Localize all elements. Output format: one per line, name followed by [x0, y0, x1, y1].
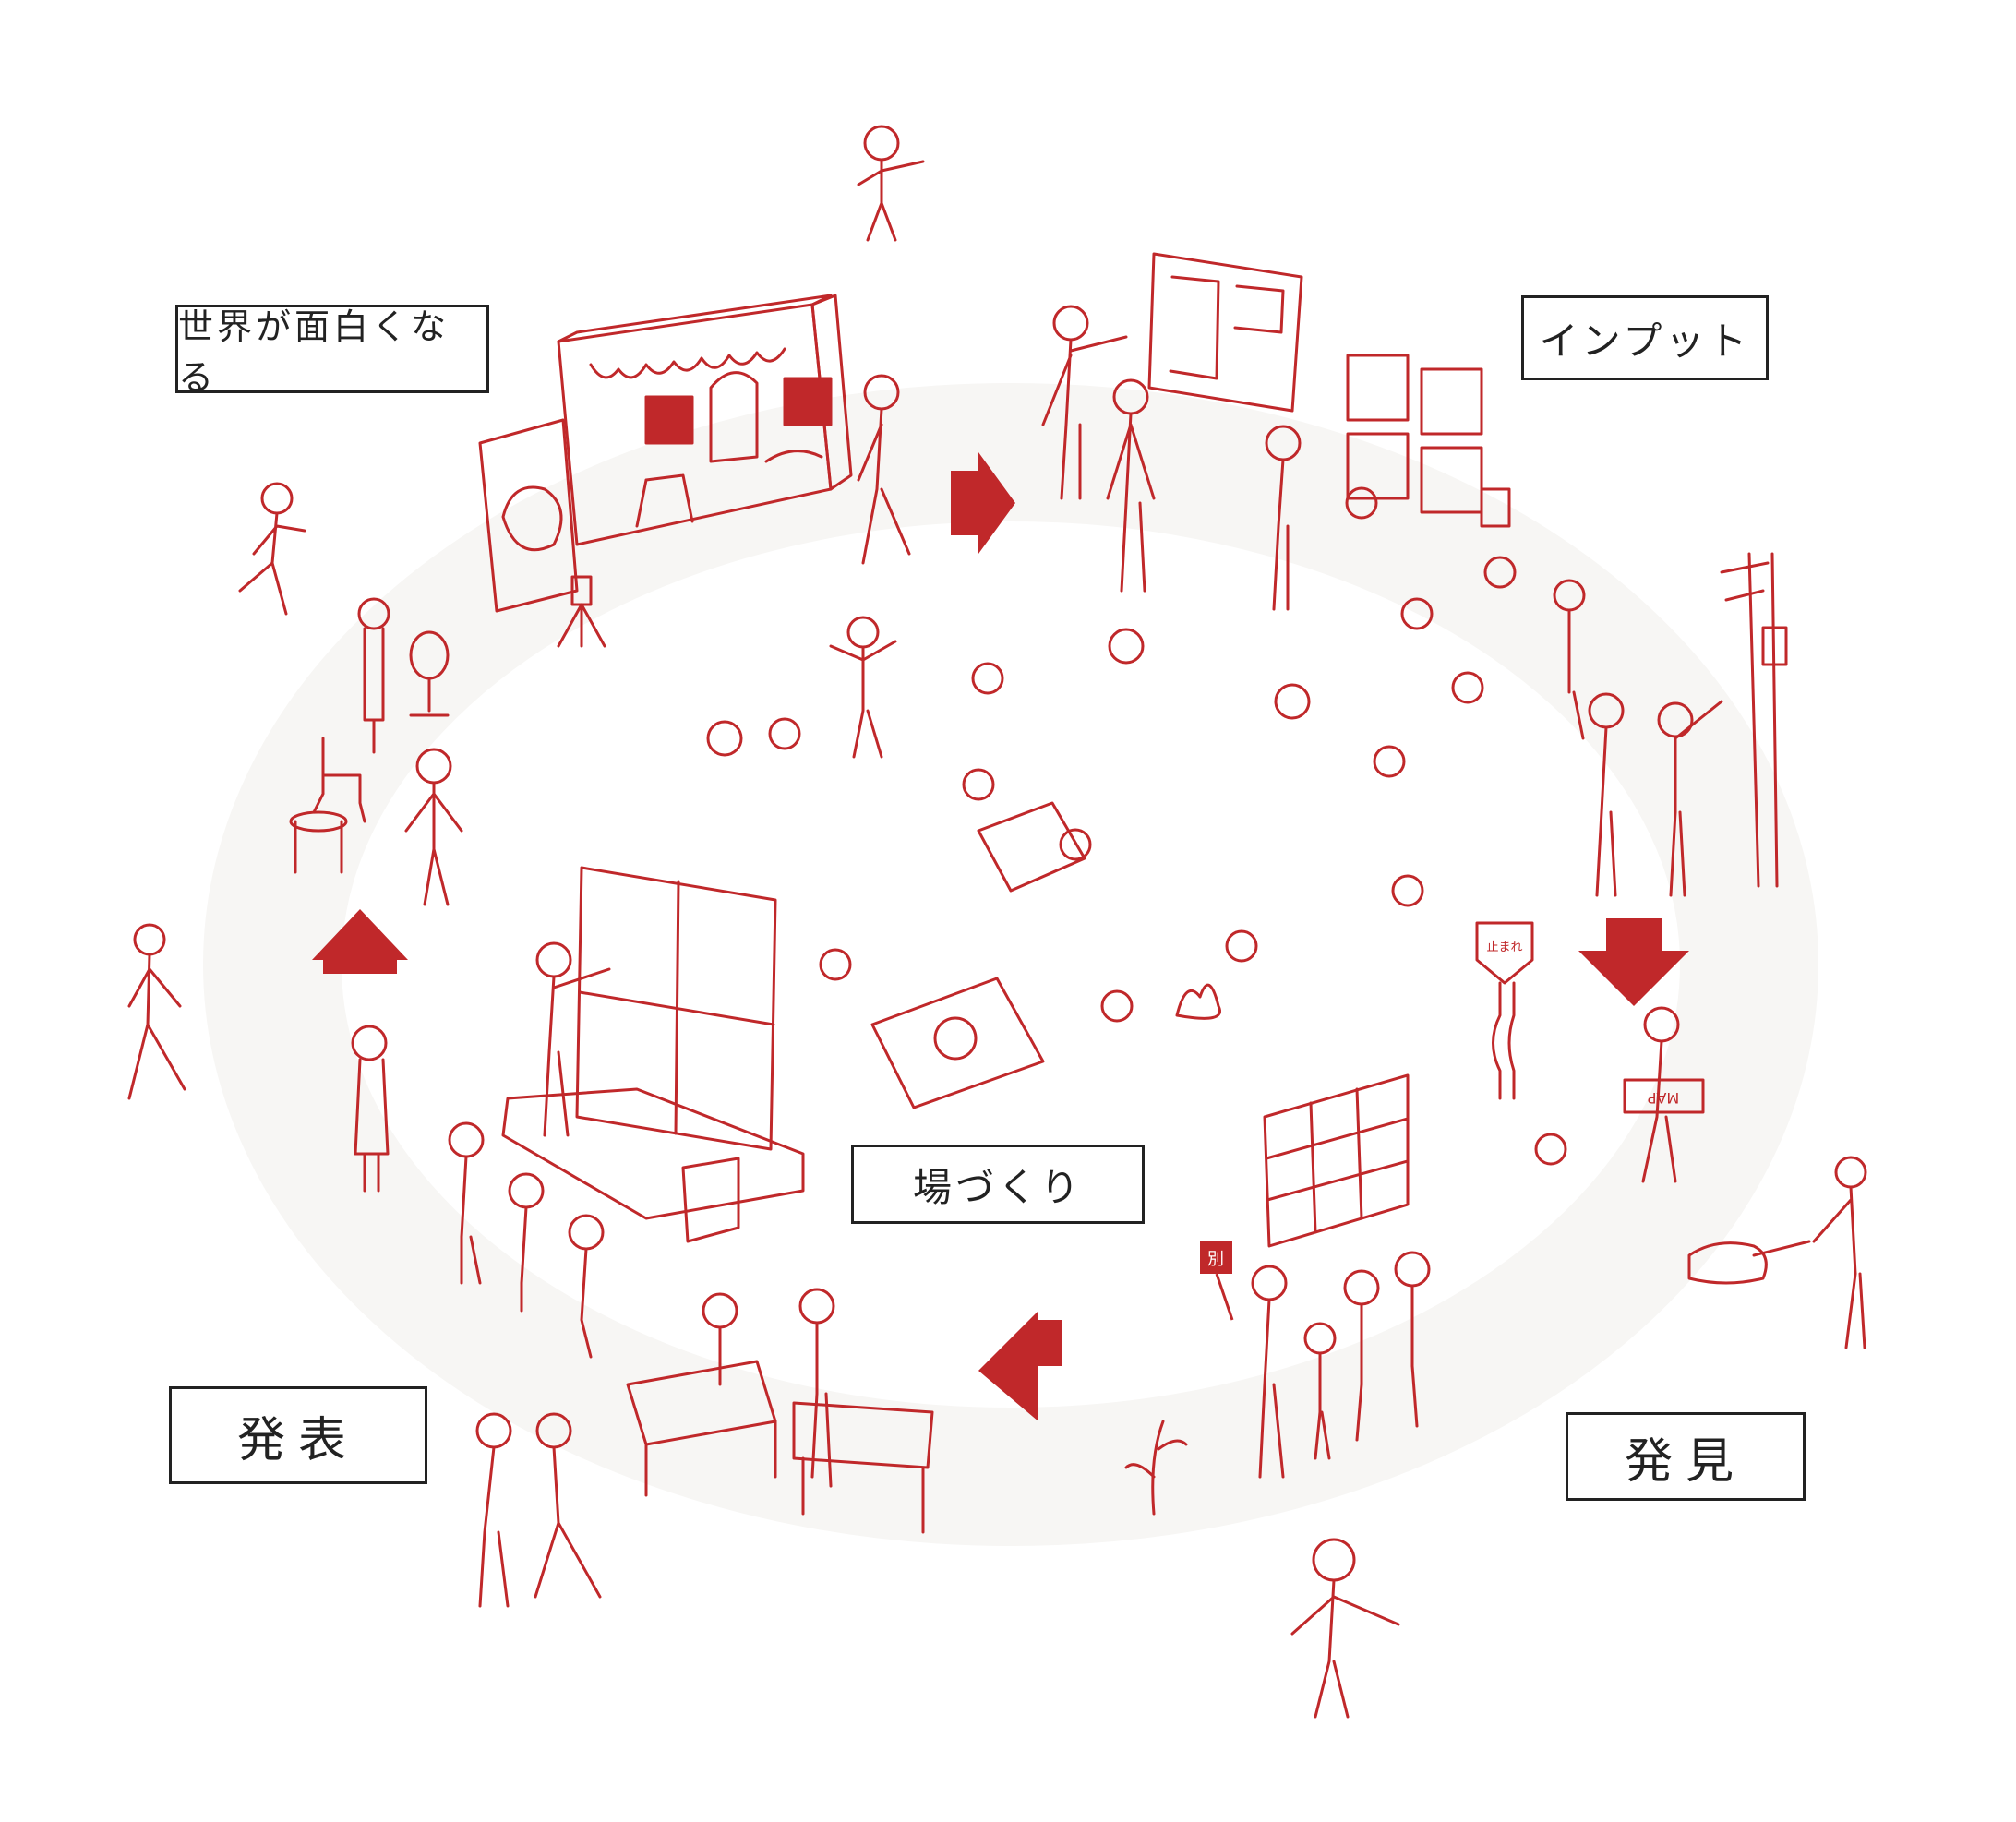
arrow-right	[951, 452, 1015, 554]
dog	[1687, 1240, 1811, 1285]
person-walking-left	[127, 923, 186, 1100]
notice-boards	[1147, 252, 1511, 528]
arrow-up	[312, 909, 408, 974]
person-standing-1	[1106, 378, 1156, 593]
campfire	[1175, 983, 1221, 1020]
people-by-pole	[1588, 692, 1723, 897]
mannequin	[357, 597, 390, 754]
utility-pole	[1720, 552, 1788, 888]
people-sitting-right	[1345, 486, 1586, 740]
stage-window	[501, 866, 805, 1220]
group-with-flag	[1251, 1251, 1431, 1479]
person-map-holder	[1623, 1006, 1705, 1183]
arrow-left	[978, 1311, 1062, 1421]
people	[127, 125, 1867, 1719]
person-tablet	[351, 1025, 390, 1193]
stool-left	[289, 810, 348, 874]
label-presentation-text: 発表	[236, 1412, 359, 1468]
person-walking-dog	[1812, 1156, 1867, 1349]
label-place-making-text: 場づくり	[912, 1164, 1083, 1210]
person-bottom-center	[1290, 1538, 1400, 1719]
label-discovery-text: 発見	[1624, 1433, 1746, 1490]
flow-arrows	[312, 452, 1689, 1421]
map-sign-text: MAP	[1647, 1089, 1679, 1107]
person-pointing	[1041, 305, 1128, 500]
person-thinking	[1265, 425, 1302, 611]
label-discovery: 発見	[1566, 1412, 1806, 1501]
label-world-interesting: 世界が面白くなる	[175, 305, 489, 398]
person-chair	[404, 748, 463, 906]
map-mat	[870, 977, 1045, 1109]
flag-text: 別	[1207, 1250, 1224, 1269]
audience	[448, 1121, 605, 1359]
person-walking-top	[857, 374, 911, 565]
flag-sign: 別	[1200, 1241, 1234, 1321]
presenters	[702, 1288, 835, 1488]
exhibit-tables	[626, 1360, 934, 1534]
label-input-text: インプット	[1539, 318, 1751, 364]
cubby-shelves	[1263, 1073, 1410, 1248]
tripod-camera	[557, 575, 606, 648]
label-presentation: 発表	[169, 1386, 427, 1484]
cycle-ring	[203, 383, 1818, 1546]
stop-sign-text: 止まれ	[1486, 941, 1522, 954]
walking-couple	[475, 1412, 602, 1608]
person-top-center	[857, 125, 925, 242]
person-running	[238, 482, 306, 616]
label-world-interesting-text: 世界が面白くなる	[178, 306, 450, 398]
chair-left	[312, 737, 366, 823]
people-center	[706, 616, 1567, 1166]
stop-sign	[1475, 921, 1534, 1100]
go-board	[977, 801, 1086, 893]
plant	[1124, 1420, 1188, 1516]
drawing-board	[478, 418, 579, 613]
arrow-down	[1578, 918, 1689, 1006]
label-input: インプット	[1521, 295, 1769, 380]
label-place-making: 場づくり	[851, 1145, 1145, 1224]
lectern	[681, 1157, 740, 1243]
office-chair	[409, 630, 450, 717]
shop-storefront	[557, 294, 853, 546]
speaker-on-stage	[535, 941, 611, 1137]
